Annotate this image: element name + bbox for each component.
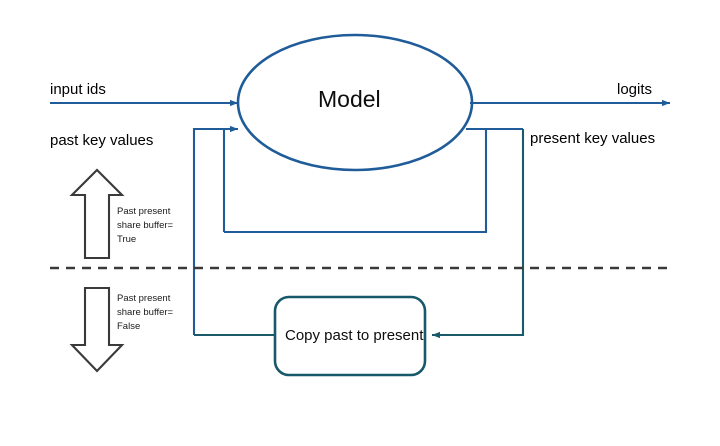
edge-share-buffer-false-to-copy (431, 129, 525, 339)
annotation-true-line-2: share buffer= (117, 219, 174, 231)
label-present-key-values: present key values (530, 130, 656, 147)
annotation-true-line-3: True (117, 233, 137, 245)
copy-past-to-present-node[interactable] (273, 295, 427, 377)
annotation-false-line-2: share buffer= (117, 306, 174, 318)
label-past-key-values: past key values (50, 132, 154, 149)
block-arrow-up-icon (69, 168, 125, 260)
annotation-true-line-1: Past present (117, 206, 171, 217)
label-model: Model (318, 85, 381, 112)
annotation-share-buffer-false: Past present share buffer= False (117, 292, 173, 333)
block-arrow-down-icon (69, 286, 125, 373)
annotation-false-line-1: Past present (117, 293, 171, 304)
edge-share-buffer-true-loop (224, 129, 488, 234)
label-input-ids: input ids (50, 81, 106, 98)
annotation-false-line-3: False (117, 320, 141, 332)
label-logits: logits (617, 81, 653, 98)
annotation-share-buffer-true: Past present share buffer= True (117, 205, 173, 246)
label-copy-past-to-present: Copy past to present (285, 326, 424, 344)
